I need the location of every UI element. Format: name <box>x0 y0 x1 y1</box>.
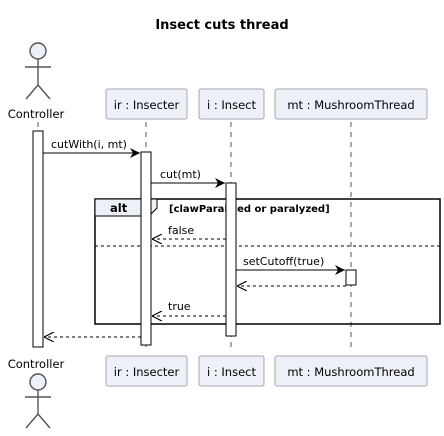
thread-box-top <box>274 88 428 120</box>
thread-activation <box>345 269 357 286</box>
controller-label-bottom: Controller <box>8 357 65 371</box>
controller-actor-top-icon <box>25 42 51 100</box>
alt-operator: alt <box>110 201 128 215</box>
diagram-title: Insect cuts thread <box>155 18 288 33</box>
insect-label-top: i : Insect <box>207 98 256 112</box>
insecter-box-bottom <box>105 355 188 387</box>
thread-label-top: mt : MushroomThread <box>287 98 414 112</box>
insecter-box-top <box>105 88 188 120</box>
controller-activation <box>32 130 44 348</box>
message-label-cutwith: cutWith(i, mt) <box>51 138 127 151</box>
controller-actor-bottom-icon <box>25 373 51 429</box>
return-label-true: true <box>168 300 191 313</box>
insecter-activation <box>140 151 152 346</box>
insect-box-top <box>198 88 265 120</box>
message-label-setcutoff: setCutoff(true) <box>243 255 324 268</box>
message-label-cut: cut(mt) <box>160 168 201 181</box>
insect-box-bottom <box>198 355 265 387</box>
controller-label-top: Controller <box>8 107 65 121</box>
insect-label-bottom: i : Insect <box>207 365 256 379</box>
return-label-false: false <box>168 224 194 237</box>
insect-activation <box>225 182 237 337</box>
thread-label-bottom: mt : MushroomThread <box>287 365 414 379</box>
alt-guard: [clawParalized or paralyzed] <box>169 204 330 215</box>
insecter-label-bottom: ir : Insecter <box>114 365 180 379</box>
insecter-label-top: ir : Insecter <box>114 98 180 112</box>
thread-box-bottom <box>274 355 428 387</box>
